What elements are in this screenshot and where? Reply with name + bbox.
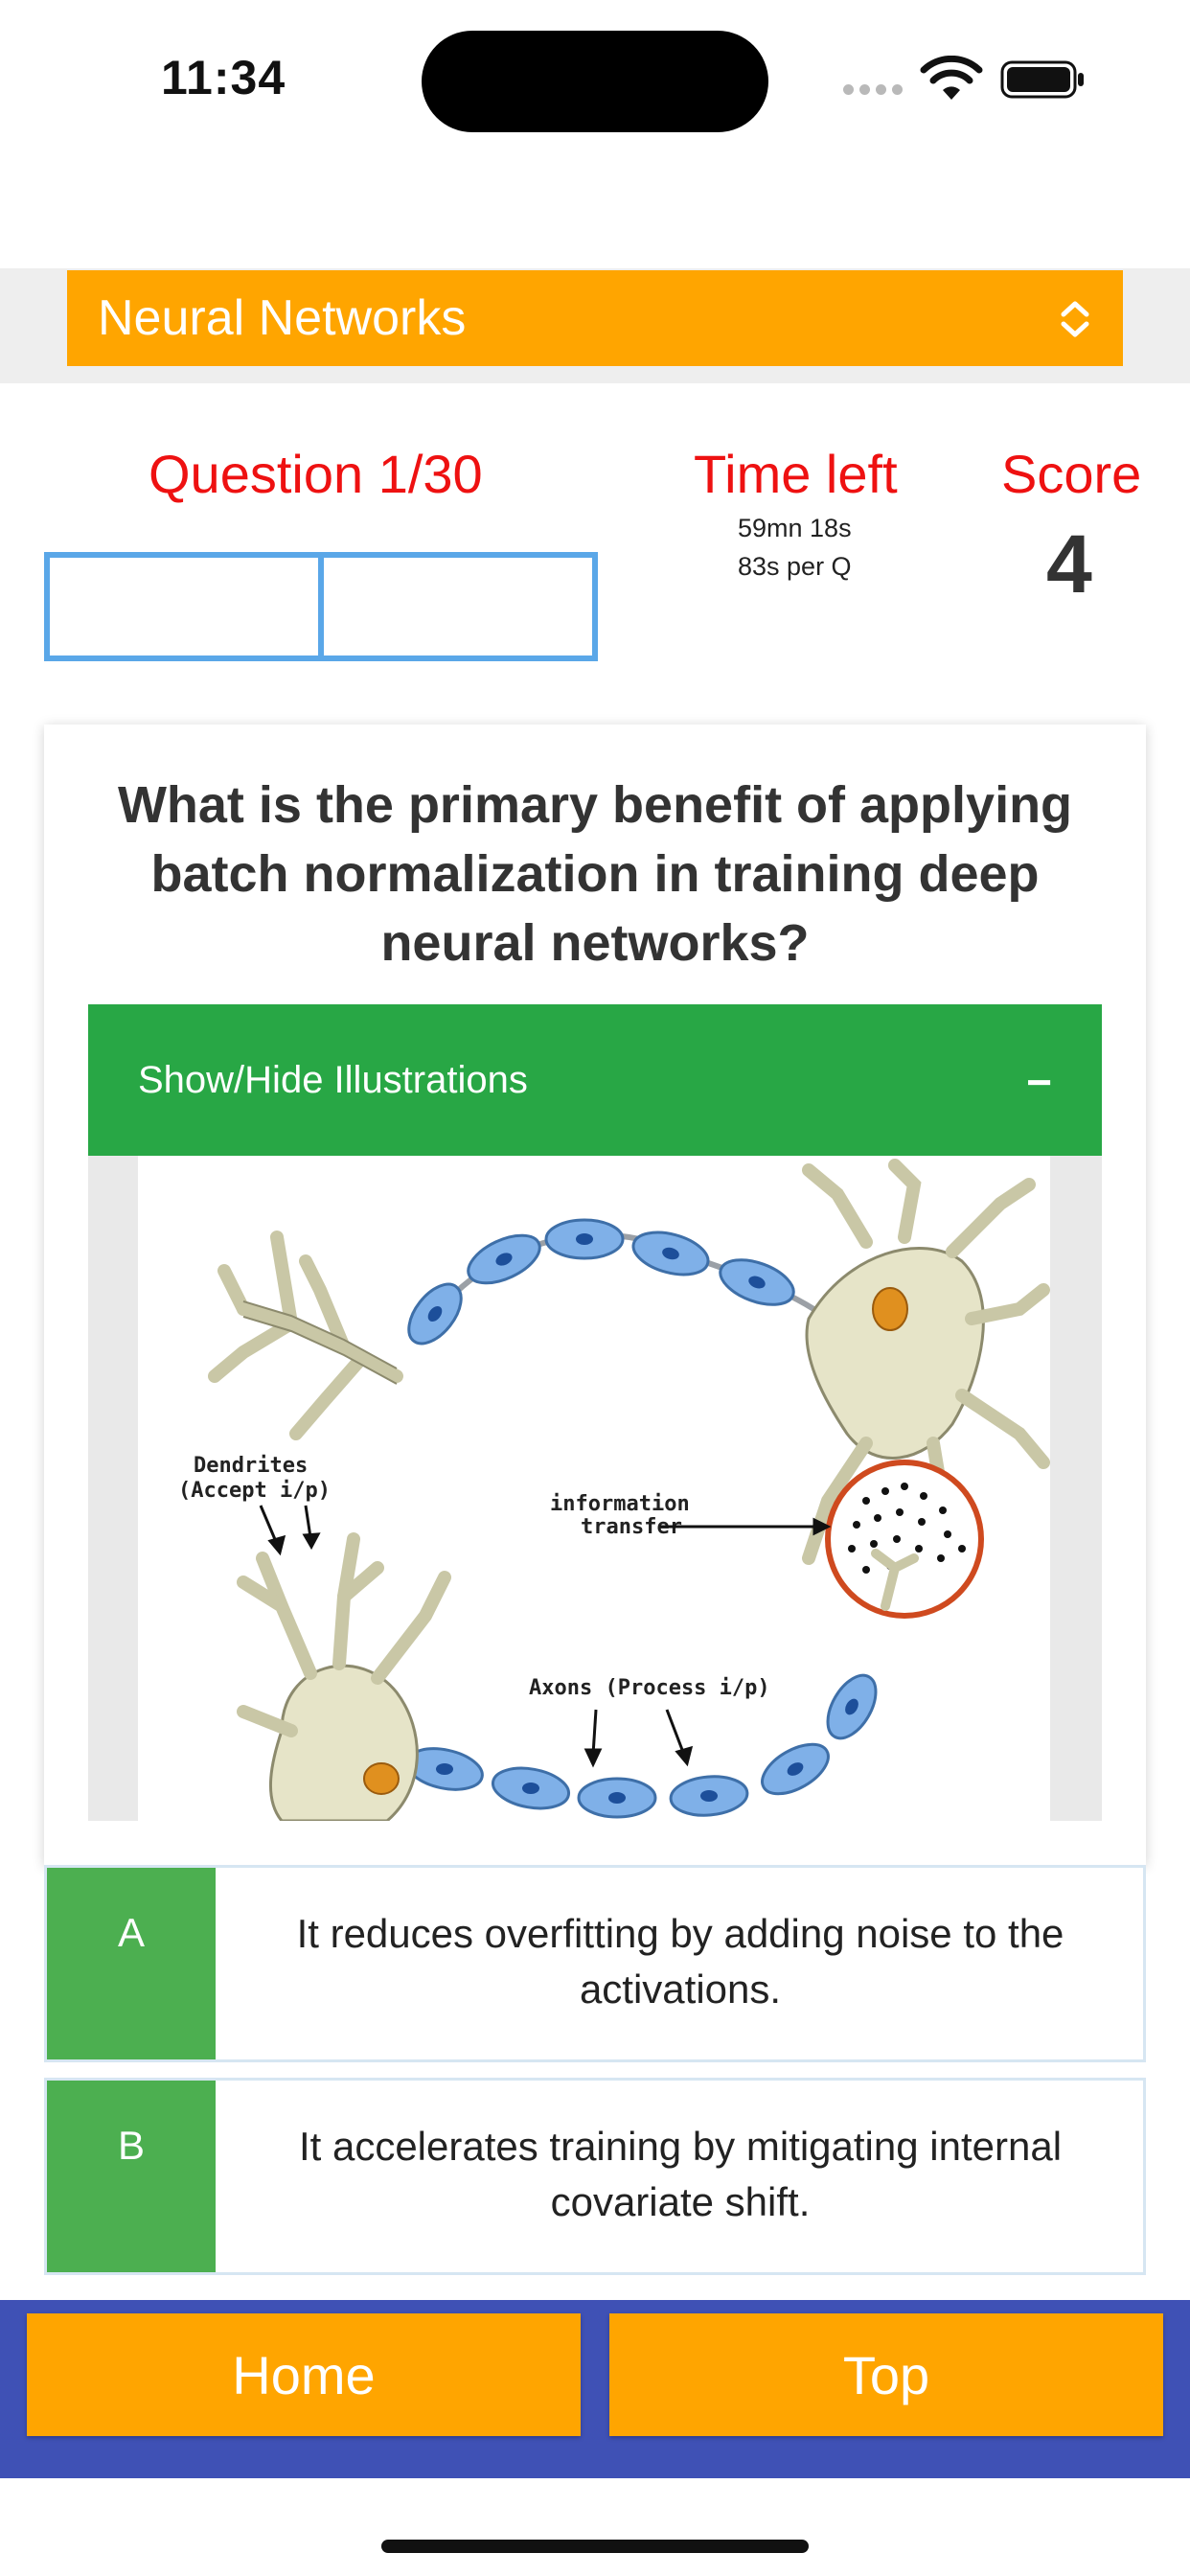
dendrites-sublabel: (Accept i/p): [178, 1479, 331, 1503]
topic-select-label: Neural Networks: [98, 290, 467, 346]
neuron-body-left: [269, 1664, 419, 1821]
dendrite-branch: [237, 1532, 451, 1737]
question-card: What is the primary benefit of applying …: [44, 724, 1146, 1865]
illustrations-toggle-button[interactable]: Show/Hide Illustrations −: [88, 1004, 1102, 1156]
axons-label: Axons (Process i/p): [529, 1676, 770, 1700]
progress-segment: [324, 558, 592, 656]
collapse-icon: −: [1026, 1057, 1052, 1107]
question-text: What is the primary benefit of applying …: [117, 776, 1073, 972]
cellular-signal-icon: [843, 84, 903, 95]
answer-option-b[interactable]: B It accelerates training by mitigating …: [44, 2078, 1146, 2275]
answer-text: It reduces overfitting by adding noise t…: [296, 1911, 1064, 2012]
time-remaining: 59mn 18s: [738, 514, 852, 542]
dendrite-outline: [242, 1300, 398, 1385]
question-counter: Question 1/30: [149, 444, 483, 504]
progress-bar: [44, 552, 598, 661]
time-per-question: 83s per Q: [738, 552, 852, 581]
top-button[interactable]: Top: [609, 2313, 1163, 2436]
topic-select[interactable]: Neural Networks: [67, 270, 1123, 366]
progress-segment: [50, 558, 324, 656]
home-button[interactable]: Home: [27, 2313, 581, 2436]
synapse-zoom: [825, 1460, 984, 1619]
score-label: Score: [1001, 444, 1142, 504]
score-value: 4: [1046, 518, 1092, 610]
status-bar: 11:34: [0, 0, 1190, 153]
diagram-arrows: [259, 1505, 832, 1768]
bottom-nav: Home Top: [0, 2300, 1190, 2478]
neuron-illustration: Dendrites (Accept i/p) information trans…: [138, 1156, 1050, 1821]
myelin-nucleus: [427, 1233, 766, 1322]
battery-icon: [1000, 60, 1084, 99]
dynamic-island: [422, 31, 768, 132]
dendrite-branch: [208, 1230, 403, 1440]
information-label: information: [550, 1492, 690, 1516]
neuron-diagram: Dendrites (Accept i/p) information trans…: [178, 1159, 1050, 1821]
chevron-up-down-icon: [1061, 301, 1089, 337]
answer-option-a[interactable]: A It reduces overfitting by adding noise…: [44, 1865, 1146, 2062]
time-left-label: Time left: [694, 444, 898, 504]
answer-letter: B: [47, 2081, 216, 2272]
status-time: 11:34: [161, 51, 286, 104]
answer-letter: A: [47, 1868, 216, 2059]
myelin-nucleus: [436, 1698, 858, 1804]
dendrites-label: Dendrites: [194, 1454, 308, 1478]
illustrations-panel: Dendrites (Accept i/p) information trans…: [88, 1156, 1102, 1821]
diagram-labels: Dendrites (Accept i/p) information trans…: [178, 1454, 770, 1700]
home-indicator[interactable]: [381, 2540, 809, 2553]
illustrations-toggle-label: Show/Hide Illustrations: [138, 1058, 528, 1101]
neuron-body-right: [805, 1247, 985, 1460]
wifi-icon: [920, 56, 983, 100]
answer-text: It accelerates training by mitigating in…: [298, 2124, 1063, 2224]
